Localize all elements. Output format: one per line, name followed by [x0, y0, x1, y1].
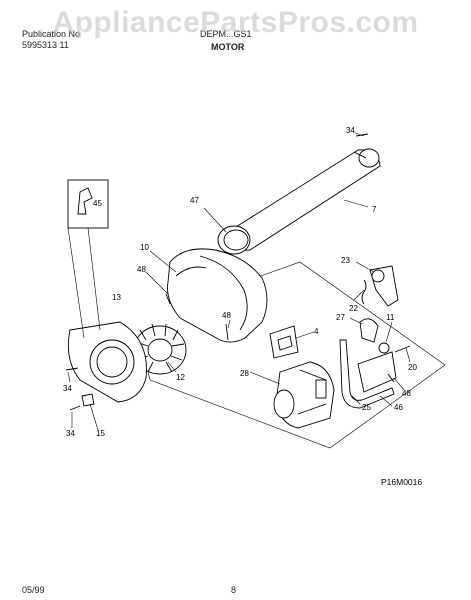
callout-7: 7	[372, 205, 377, 214]
callout-25: 25	[362, 403, 371, 412]
idler-assembly	[359, 265, 399, 354]
callout-4: 4	[314, 327, 319, 336]
leader-lines	[67, 132, 411, 431]
callout-34-top: 34	[346, 126, 355, 135]
exhaust-duct	[227, 148, 381, 251]
diagram-code: P16M0016	[381, 477, 422, 487]
callout-45: 45	[93, 199, 102, 208]
callout-34-left: 34	[63, 384, 72, 393]
motor-strap	[339, 339, 397, 409]
blower-wheel	[133, 323, 187, 375]
blower-cover	[67, 321, 147, 403]
callout-27: 27	[336, 313, 345, 322]
callout-13: 13	[112, 293, 121, 302]
drive-motor	[273, 361, 335, 429]
callout-48-right: 48	[402, 389, 411, 398]
callout-12: 12	[176, 373, 185, 382]
callout-34-bottom: 34	[66, 429, 75, 438]
callout-10: 10	[140, 243, 149, 252]
callout-20: 20	[408, 363, 417, 372]
callout-47: 47	[190, 196, 199, 205]
callout-15: 15	[96, 429, 105, 438]
callout-48-middle: 48	[222, 311, 231, 320]
callout-23: 23	[341, 256, 350, 265]
blower-housing	[167, 248, 268, 343]
motor-bracket	[269, 325, 299, 359]
callout-11: 11	[386, 313, 395, 322]
callout-46: 46	[394, 403, 403, 412]
footer-date: 05/99	[22, 585, 45, 595]
section-title: MOTOR	[211, 42, 245, 52]
detail-inset	[67, 179, 109, 229]
publication-number: 5995313 11	[22, 40, 69, 50]
small-hardware	[65, 133, 411, 411]
publication-label: Publication No	[22, 29, 81, 39]
callout-28: 28	[240, 369, 249, 378]
footer-page: 8	[231, 585, 237, 595]
duct-seal	[217, 225, 251, 255]
model-number: DEPM...GS1	[200, 29, 252, 39]
base-outline	[147, 261, 446, 449]
callout-48-upper: 48	[137, 265, 146, 274]
callout-22: 22	[349, 304, 358, 313]
